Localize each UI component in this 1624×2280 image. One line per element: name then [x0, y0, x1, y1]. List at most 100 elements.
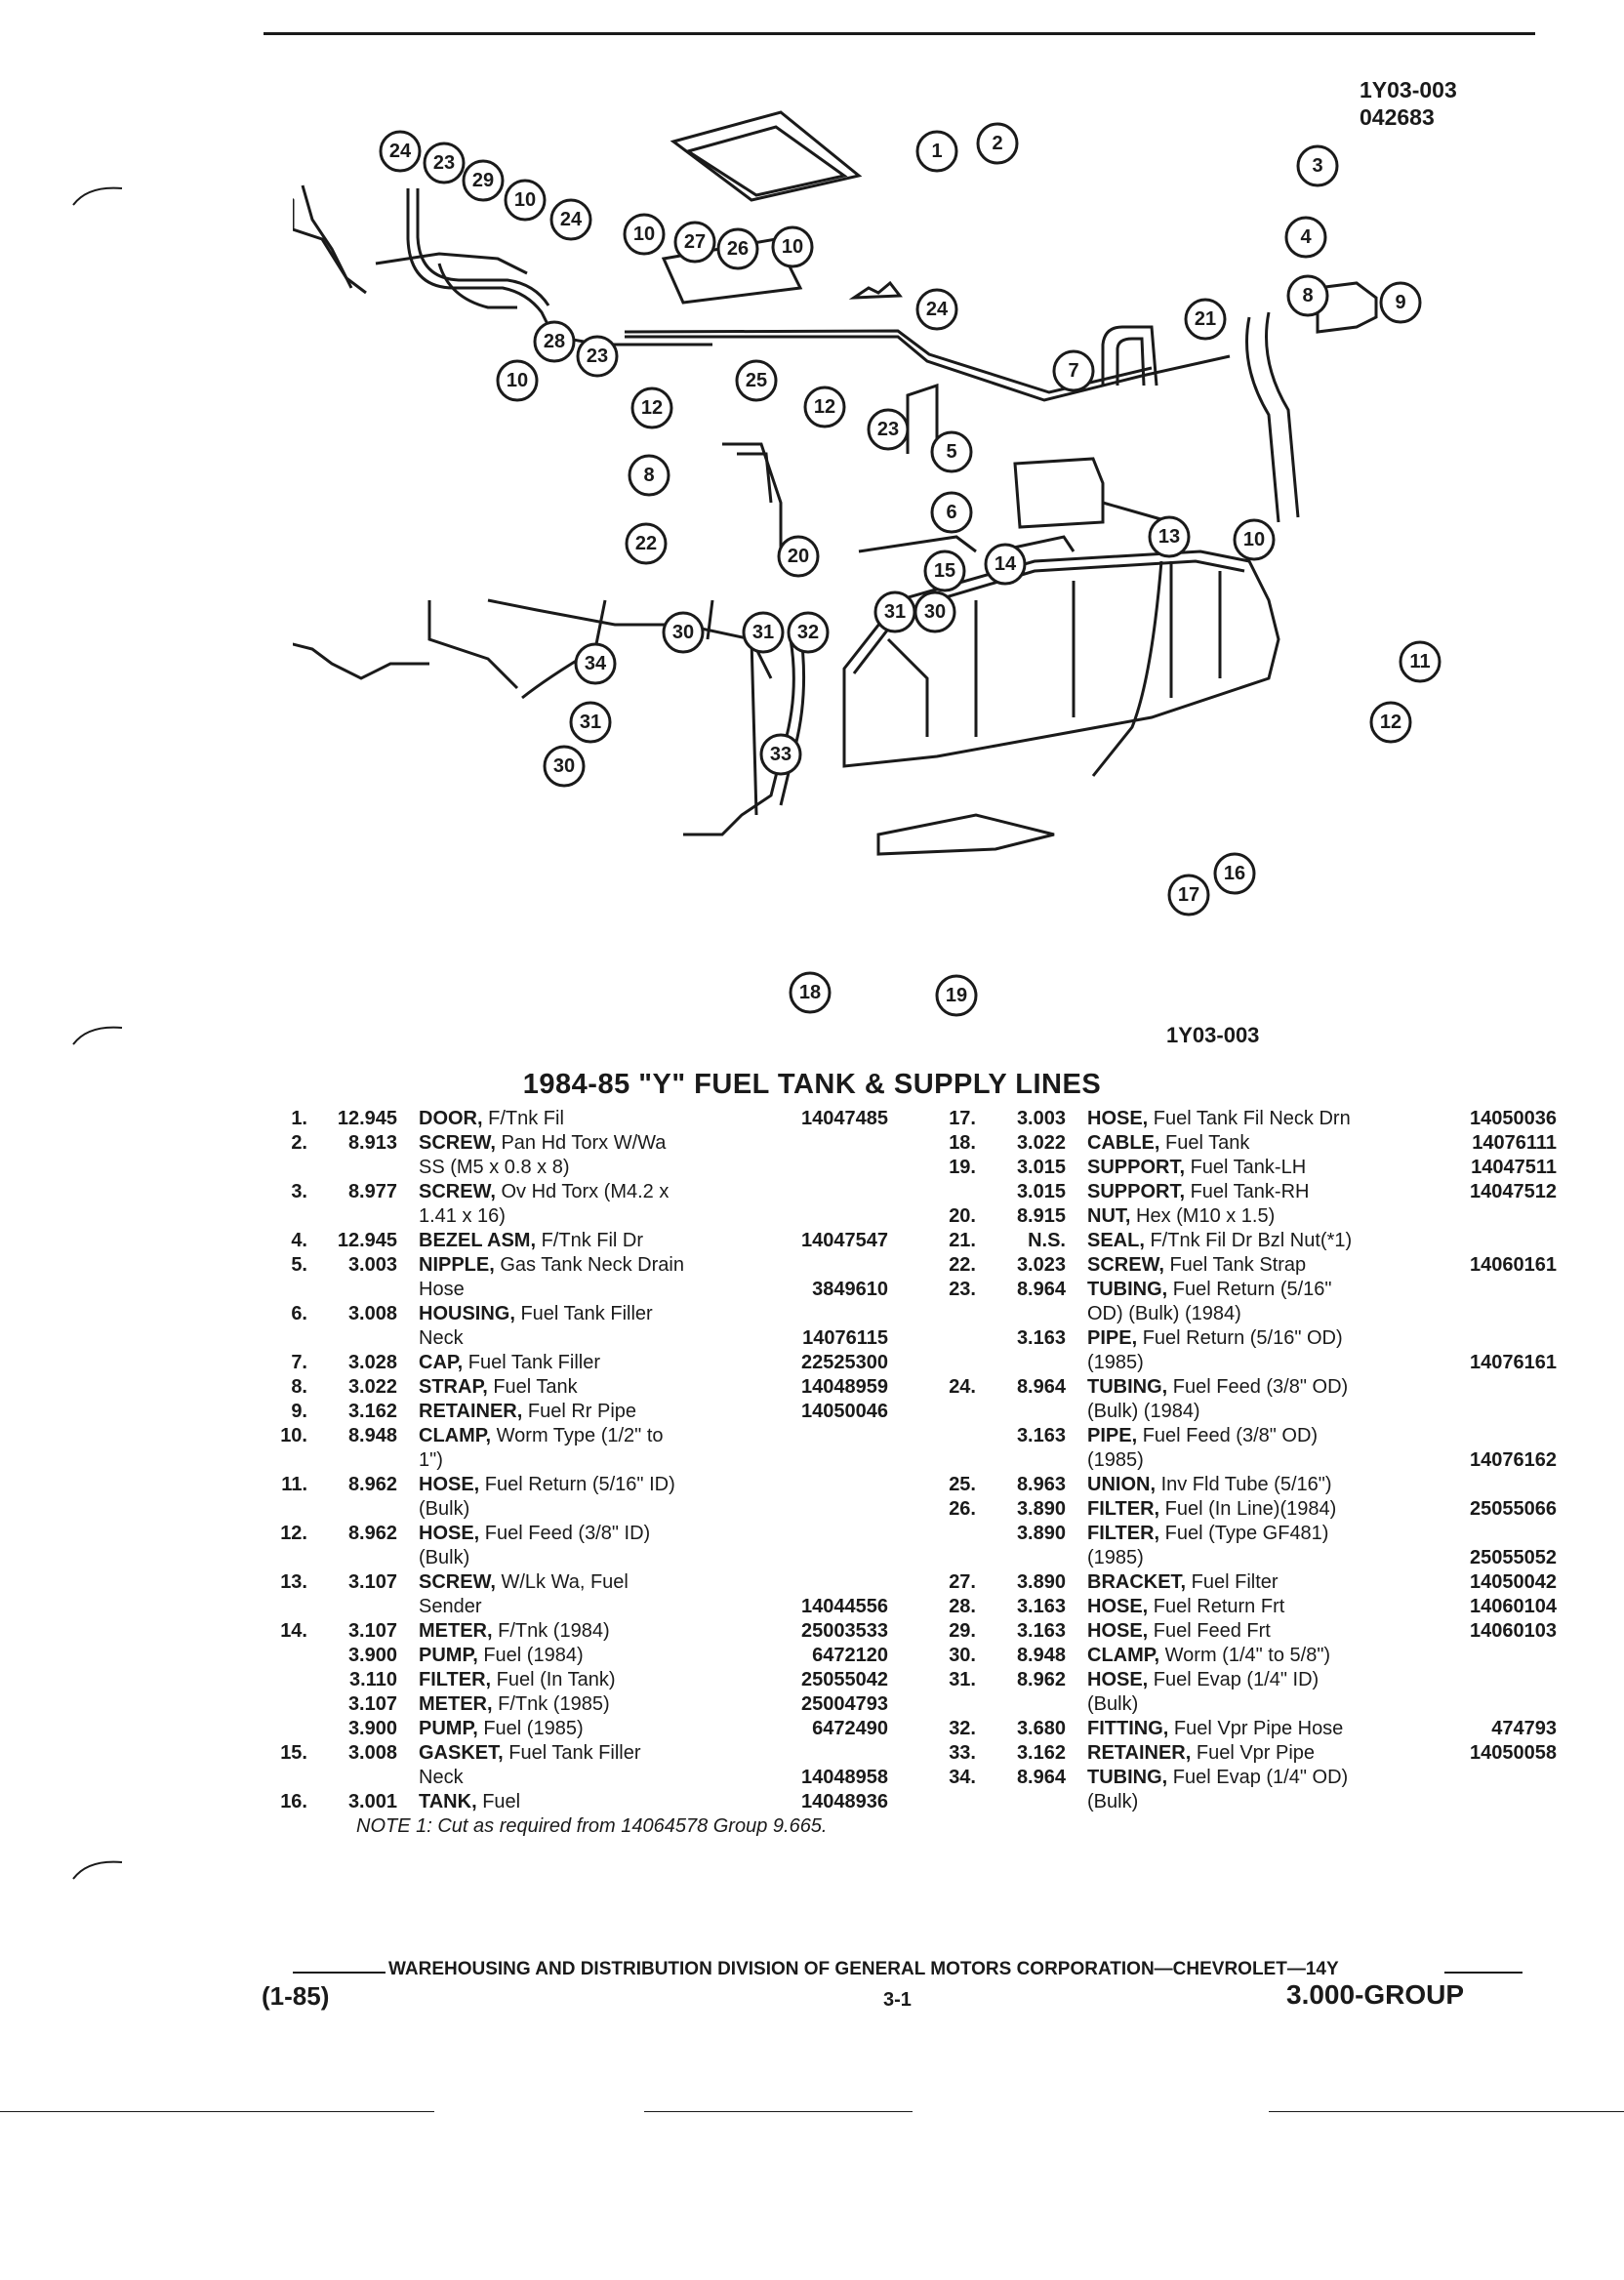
- part-name: HOSE,: [1087, 1620, 1154, 1642]
- part-description: METER, F/Tnk (1985)25004793: [419, 1692, 888, 1717]
- punch-mark-icon: [72, 1860, 123, 1880]
- callout-29: 29: [462, 159, 505, 202]
- part-detail: Fuel Evap (1/4" OD): [1172, 1767, 1349, 1788]
- part-detail: Fuel (Type GF481): [1164, 1523, 1329, 1544]
- part-detail: Fuel Rr Pipe: [527, 1401, 637, 1422]
- part-detail: Fuel Feed (3/8" OD): [1142, 1425, 1319, 1446]
- part-description: FILTER, Fuel (In Tank)25055042: [419, 1668, 888, 1692]
- part-name: BRACKET,: [1087, 1571, 1192, 1593]
- part-description: HOSE, Fuel Feed (3/8" ID): [419, 1522, 888, 1546]
- footer-rule-right: [1444, 1972, 1522, 1974]
- part-group-code: 8.964: [1016, 1376, 1066, 1398]
- fuel-system-diagram: 24 23 29 10 24 10 27 26 10 1 2 3 4 8 9 2…: [293, 110, 1441, 1017]
- part-name: TUBING,: [1087, 1279, 1173, 1300]
- callout-8b: 8: [628, 454, 670, 497]
- callout-24c: 24: [915, 288, 958, 331]
- part-number-index: 15.: [280, 1742, 307, 1764]
- part-number: 14048936: [801, 1791, 888, 1812]
- svg-text:30: 30: [672, 622, 694, 643]
- callout-23: 23: [423, 142, 466, 184]
- part-number-index: 17.: [949, 1108, 976, 1129]
- svg-text:25: 25: [746, 370, 767, 391]
- part-group-code: 12.945: [337, 1230, 397, 1251]
- part-number: 14060104: [1470, 1596, 1557, 1617]
- svg-text:13: 13: [1158, 526, 1180, 548]
- part-detail: Fuel (In Tank): [496, 1669, 616, 1690]
- part-name: METER,: [419, 1620, 499, 1642]
- part-number: 14047512: [1470, 1181, 1557, 1202]
- part-name: CLAMP,: [419, 1425, 497, 1446]
- callout-30c: 30: [543, 745, 586, 788]
- svg-text:27: 27: [684, 231, 706, 253]
- part-name: NUT,: [1087, 1205, 1136, 1227]
- svg-text:10: 10: [1243, 529, 1265, 550]
- svg-text:15: 15: [934, 560, 955, 582]
- part-group-code: 3.003: [1016, 1108, 1066, 1129]
- svg-text:1: 1: [931, 141, 942, 162]
- part-group-code: 3.008: [347, 1303, 397, 1324]
- part-group-code: 3.028: [347, 1352, 397, 1373]
- svg-text:23: 23: [587, 346, 608, 367]
- part-name: HOSE,: [419, 1523, 485, 1544]
- callout-10: 10: [504, 179, 547, 222]
- callout-9: 9: [1379, 281, 1422, 324]
- part-detail-continued: SS (M5 x 0.8 x 8): [419, 1157, 570, 1178]
- part-group-code: 8.962: [347, 1523, 397, 1544]
- callout-11: 11: [1399, 640, 1441, 683]
- part-name: FILTER,: [419, 1669, 497, 1690]
- parts-row-continuation: (Bulk): [932, 1692, 1557, 1717]
- part-detail-continued: (Bulk): [419, 1498, 470, 1520]
- callout-19: 19: [935, 974, 978, 1017]
- parts-row-continuation: (Bulk): [932, 1790, 1557, 1814]
- part-group-code: 3.680: [1016, 1718, 1066, 1739]
- callout-12b: 12: [803, 386, 846, 428]
- part-description: HOSE, Fuel Return (5/16" ID): [419, 1473, 888, 1497]
- svg-text:31: 31: [752, 622, 774, 643]
- part-number-index: [264, 1692, 307, 1717]
- svg-text:28: 28: [544, 331, 565, 352]
- footer-page-number: 3-1: [883, 1989, 912, 2011]
- parts-row-continuation: (Bulk): [264, 1546, 888, 1570]
- part-detail: Fuel Return (5/16": [1172, 1279, 1332, 1300]
- part-number-index: 32.: [949, 1718, 976, 1739]
- part-description: SEAL, F/Tnk Fil Dr Bzl Nut(*1): [1087, 1229, 1557, 1253]
- part-group-code: 8.977: [347, 1181, 397, 1202]
- part-number-index: [264, 1644, 307, 1668]
- callout-33: 33: [759, 733, 802, 776]
- punch-mark-icon: [72, 1026, 123, 1045]
- part-detail: Fuel (1984): [483, 1645, 584, 1666]
- part-name: TANK,: [419, 1791, 483, 1812]
- part-detail: Fuel Feed Frt: [1153, 1620, 1271, 1642]
- part-detail-continued: 1.41 x 16): [419, 1205, 506, 1227]
- svg-text:18: 18: [799, 982, 821, 1003]
- part-number-index: 8.: [291, 1376, 307, 1398]
- part-group-code: 3.162: [1016, 1742, 1066, 1764]
- part-name: HOSE,: [1087, 1669, 1154, 1690]
- part-number-index: 14.: [280, 1620, 307, 1642]
- part-group-code: 3.107: [347, 1620, 397, 1642]
- svg-text:16: 16: [1224, 863, 1245, 884]
- part-number: 14076115: [802, 1327, 888, 1349]
- svg-text:7: 7: [1068, 360, 1078, 382]
- part-detail: Fuel Feed (3/8" OD): [1172, 1376, 1349, 1398]
- part-number-index: 28.: [949, 1596, 976, 1617]
